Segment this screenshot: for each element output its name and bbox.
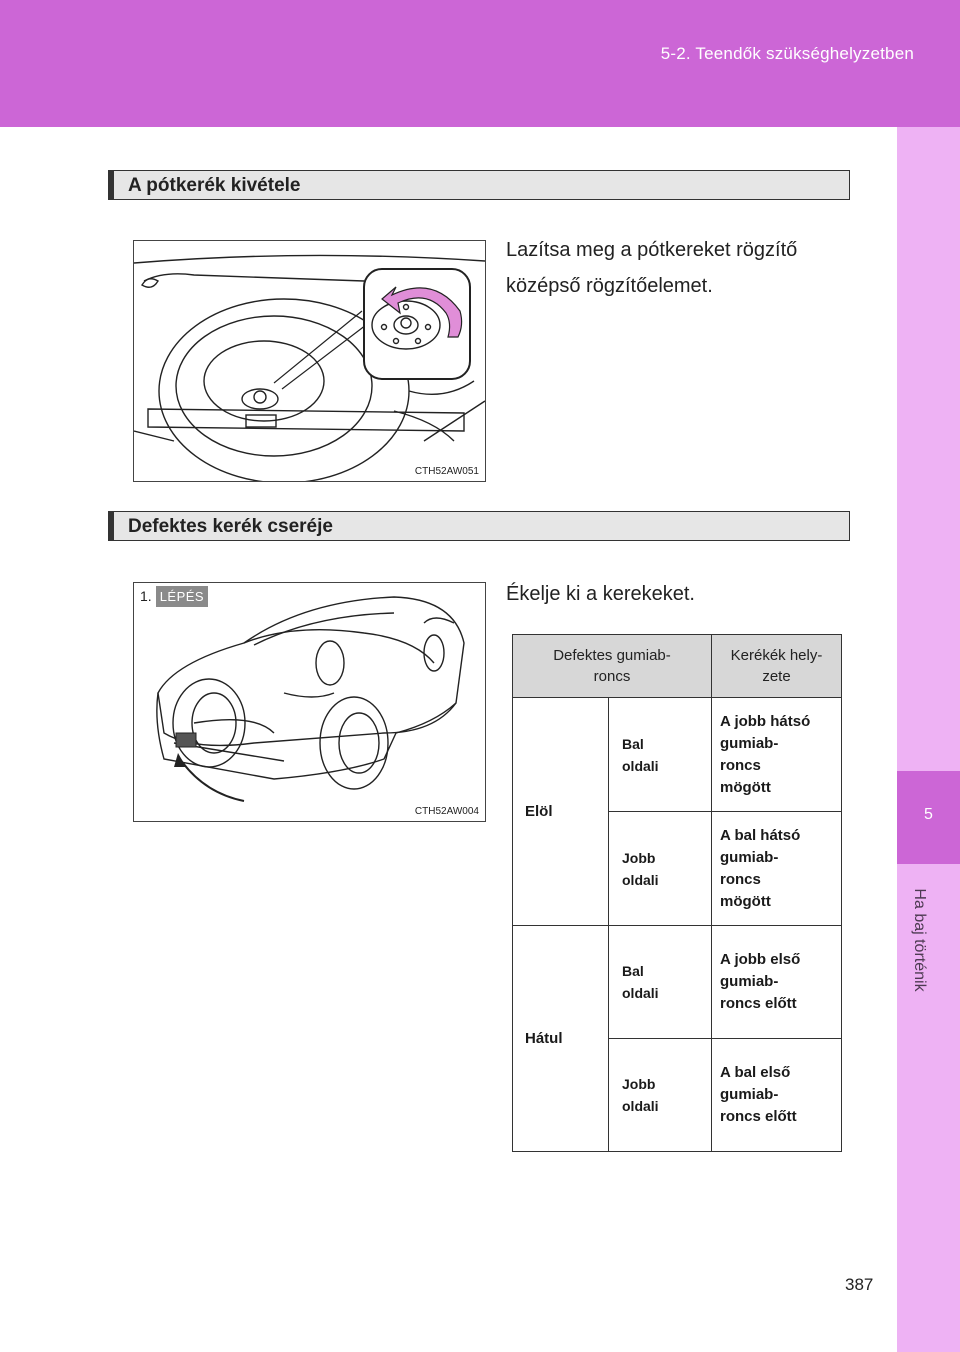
place-line: gumiab- bbox=[720, 848, 779, 866]
chapter-number: 5 bbox=[924, 806, 933, 823]
place-line: gumiab- bbox=[720, 1086, 779, 1103]
side-cell: Jobb oldali bbox=[608, 811, 712, 926]
figure-code: CTH52AW051 bbox=[414, 466, 479, 477]
side-tab bbox=[897, 127, 960, 1352]
instruction-line: Lazítsa meg a pótkereket rögzítő bbox=[506, 239, 798, 261]
header-line: zete bbox=[762, 668, 791, 685]
step-number: 1. bbox=[136, 588, 156, 604]
side-line: oldali bbox=[622, 871, 659, 888]
place-line: roncs előtt bbox=[720, 995, 797, 1012]
spare-wheel-illustration: CTH52AW051 bbox=[133, 240, 486, 484]
chock-place-cell: A bal hátsó gumiab- roncs mögött bbox=[711, 811, 842, 926]
side-line: Bal bbox=[622, 963, 644, 979]
place-line: roncs bbox=[720, 756, 761, 774]
figure-code: CTH52AW004 bbox=[414, 806, 479, 817]
place-line: A jobb első bbox=[720, 951, 801, 968]
position-cell: Elöl bbox=[512, 697, 609, 926]
step-label: LÉPÉS bbox=[155, 585, 209, 607]
place-line: A bal első bbox=[720, 1064, 791, 1081]
table-header-chock-position: Kerékék hely- zete bbox=[711, 634, 842, 698]
step-badge: 1. LÉPÉS bbox=[136, 585, 209, 607]
wheel-chock-illustration: 1. LÉPÉS CTH52AW004 bbox=[133, 582, 486, 822]
side-line: Jobb bbox=[622, 849, 656, 866]
place-line: gumiab- bbox=[720, 973, 779, 990]
side-line: oldali bbox=[622, 757, 659, 774]
header-bar bbox=[0, 0, 960, 127]
instruction-text-2: Ékelje ki a kerekeket. bbox=[506, 583, 695, 605]
side-line: Jobb bbox=[622, 1076, 656, 1092]
place-line: A jobb hátsó bbox=[720, 712, 811, 730]
chapter-title: Ha baj történik bbox=[911, 888, 928, 992]
side-cell: Jobb oldali bbox=[608, 1038, 712, 1152]
place-line: mögött bbox=[720, 778, 771, 796]
side-cell: Bal oldali bbox=[608, 925, 712, 1039]
page-number: 387 bbox=[845, 1275, 874, 1294]
side-line: oldali bbox=[622, 1098, 659, 1114]
section-title-spare-wheel: A pótkerék kivétele bbox=[108, 170, 850, 200]
side-line: oldali bbox=[622, 985, 659, 1001]
header-line: roncs bbox=[593, 668, 631, 685]
section-header: 5-2. Teendők szükséghelyzetben bbox=[660, 44, 914, 63]
position-cell: Hátul bbox=[512, 925, 609, 1152]
chapter-tab-active[interactable] bbox=[897, 771, 960, 864]
instruction-text-1: Lazítsa meg a pótkereket rögzítő középső… bbox=[506, 232, 797, 304]
section-title-text: A pótkerék kivétele bbox=[128, 175, 301, 196]
side-cell: Bal oldali bbox=[608, 697, 712, 812]
chock-place-cell: A bal első gumiab- roncs előtt bbox=[711, 1038, 842, 1152]
header-line: Defektes gumiab- bbox=[553, 647, 671, 664]
wheel-chock-table: Defektes gumiab- roncs Kerékék hely- zet… bbox=[512, 634, 842, 1152]
chock-place-cell: A jobb hátsó gumiab- roncs mögött bbox=[711, 697, 842, 812]
table-header-row: Defektes gumiab- roncs Kerékék hely- zet… bbox=[512, 634, 842, 698]
place-line: A bal hátsó bbox=[720, 826, 801, 844]
header-line: Kerékék hely- bbox=[730, 647, 823, 664]
instruction-line: középső rögzítőelemet. bbox=[506, 275, 713, 297]
table-header-flat-tire: Defektes gumiab- roncs bbox=[512, 634, 712, 698]
place-line: gumiab- bbox=[720, 734, 779, 752]
place-line: roncs előtt bbox=[720, 1108, 797, 1125]
trunk-spare-wheel-drawing bbox=[133, 254, 486, 484]
place-line: roncs bbox=[720, 870, 761, 888]
section-title-flat-tire: Defektes kerék cseréje bbox=[108, 511, 850, 541]
chock-place-cell: A jobb első gumiab- roncs előtt bbox=[711, 925, 842, 1039]
table-row: Elöl Bal oldali A jobb hátsó gumiab- ron… bbox=[512, 697, 842, 926]
table-row: Hátul Bal oldali A jobb első gumiab- ron… bbox=[512, 925, 842, 1152]
section-title-text: Defektes kerék cseréje bbox=[128, 516, 333, 537]
car-chocked-drawing bbox=[156, 596, 465, 802]
side-line: Bal bbox=[622, 735, 644, 752]
place-line: mögött bbox=[720, 892, 771, 910]
table-row: Jobb oldali A bal első gumiab- roncs elő… bbox=[513, 1038, 842, 1152]
